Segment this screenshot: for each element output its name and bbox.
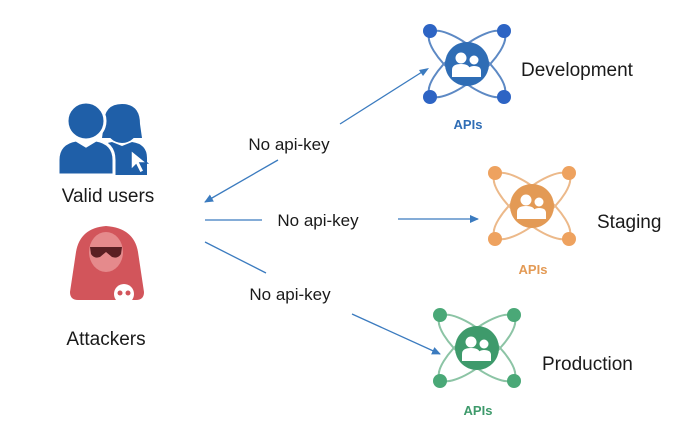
api-badge-production: APIs [464, 403, 493, 418]
hacker-skull-icon [70, 226, 144, 318]
api-atom-icon [423, 24, 511, 104]
api-env-label-staging: Staging [597, 212, 661, 233]
api-atom-icon [488, 166, 576, 246]
edge-staging [205, 215, 479, 223]
edge-label-production: No api-key [249, 285, 331, 304]
edge-label-staging: No api-key [277, 211, 359, 230]
users-icon [56, 100, 150, 177]
edge-production [204, 241, 441, 355]
api-badge-staging: APIs [519, 262, 548, 277]
api-atom-icon [433, 308, 521, 388]
edge-development [204, 68, 429, 203]
api-env-label-production: Production [542, 354, 633, 375]
valid-users-label: Valid users [62, 186, 155, 207]
api-badge-development: APIs [454, 117, 483, 132]
edge-label-development: No api-key [248, 135, 330, 154]
attackers-label: Attackers [66, 329, 145, 350]
api-env-label-development: Development [521, 60, 634, 81]
